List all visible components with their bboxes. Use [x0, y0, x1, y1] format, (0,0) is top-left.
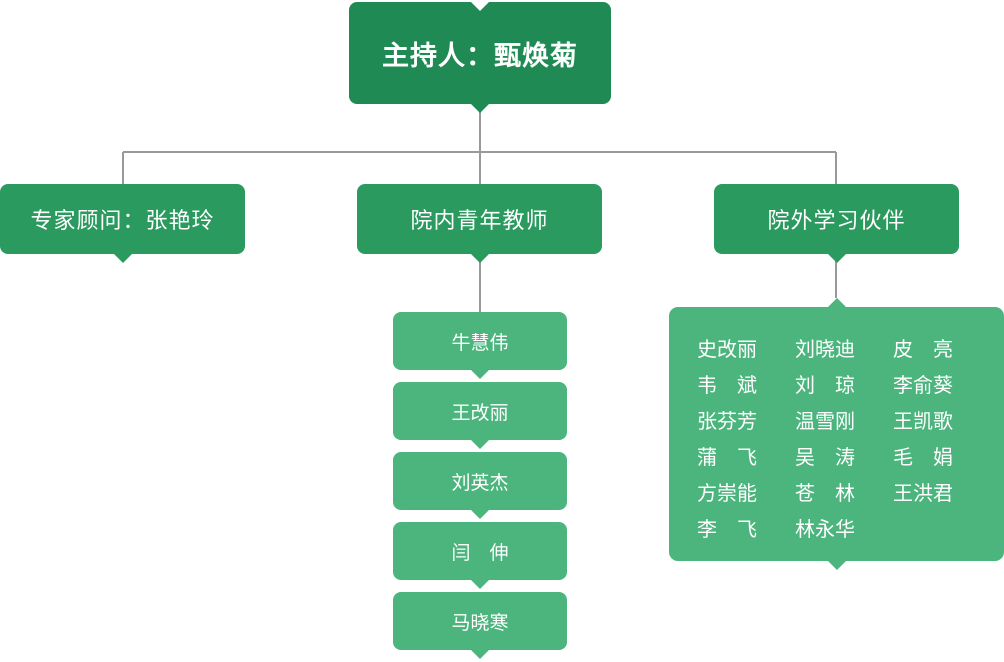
teacher-name: 闫 伸 — [451, 541, 509, 564]
root-node: 主持人：甄焕菊 — [349, 2, 611, 113]
teacher-name: 王改丽 — [451, 401, 509, 424]
partner-name: 吴 涛 — [795, 445, 855, 469]
partner-name: 林永华 — [795, 517, 855, 541]
teacher-notch — [471, 580, 489, 589]
root-bottom-notch — [471, 104, 489, 113]
branch-inner-notch — [470, 254, 489, 263]
partner-name: 史改丽 — [697, 337, 757, 361]
branch-outer-title: 院外学习伙伴 — [767, 209, 906, 234]
partner-name: 李俞葵 — [893, 373, 953, 397]
partners-grid: 史改丽 刘晓迪 皮 亮 韦 斌 刘 琼 李俞葵 张芬芳 温雪刚 王凯歌 蒲 飞 … — [697, 331, 991, 547]
partner-name: 皮 亮 — [893, 337, 953, 361]
partner-name: 方崇能 — [697, 481, 757, 505]
branch-inner: 院内青年教师 — [357, 184, 602, 263]
teacher-name: 刘英杰 — [451, 471, 509, 494]
branch-outer: 院外学习伙伴 — [714, 184, 959, 263]
partner-name: 毛 娟 — [893, 445, 953, 469]
teacher-notch — [471, 510, 489, 519]
teacher-name: 马晓寒 — [451, 611, 509, 634]
branch-outer-notch — [827, 254, 846, 263]
partners-top-notch — [827, 298, 846, 307]
teacher-node: 马晓寒 — [393, 592, 567, 659]
partner-name: 韦 斌 — [697, 373, 757, 397]
teacher-notch — [471, 370, 489, 379]
teacher-node: 闫 伸 — [393, 522, 567, 589]
teacher-node: 刘英杰 — [393, 452, 567, 519]
partner-name: 蒲 飞 — [697, 445, 757, 469]
teacher-node: 王改丽 — [393, 382, 567, 449]
teacher-notch — [471, 650, 489, 659]
partner-name: 王洪君 — [893, 481, 953, 505]
partner-name: 王凯歌 — [893, 409, 953, 433]
teacher-node: 牛慧伟 — [393, 312, 567, 379]
partner-name: 温雪刚 — [795, 409, 855, 433]
branch-expert: 专家顾问：张艳玲 — [0, 184, 245, 263]
root-top-notch — [471, 2, 489, 11]
branch-expert-notch — [113, 254, 132, 263]
partner-name: 苍 林 — [795, 481, 855, 505]
partner-name: 刘 琼 — [795, 373, 855, 397]
partner-name: 李 飞 — [697, 517, 757, 541]
partner-name: 张芬芳 — [697, 409, 757, 433]
branch-expert-title: 专家顾问：张艳玲 — [30, 209, 215, 234]
partner-name: 刘晓迪 — [795, 337, 855, 361]
partners-panel: 史改丽 刘晓迪 皮 亮 韦 斌 刘 琼 李俞葵 张芬芳 温雪刚 王凯歌 蒲 飞 … — [669, 298, 1004, 570]
teacher-name: 牛慧伟 — [451, 331, 509, 354]
root-title: 主持人：甄焕菊 — [382, 40, 578, 72]
teacher-notch — [471, 440, 489, 449]
partners-bottom-notch — [827, 561, 846, 570]
branch-inner-title: 院内青年教师 — [410, 209, 549, 234]
